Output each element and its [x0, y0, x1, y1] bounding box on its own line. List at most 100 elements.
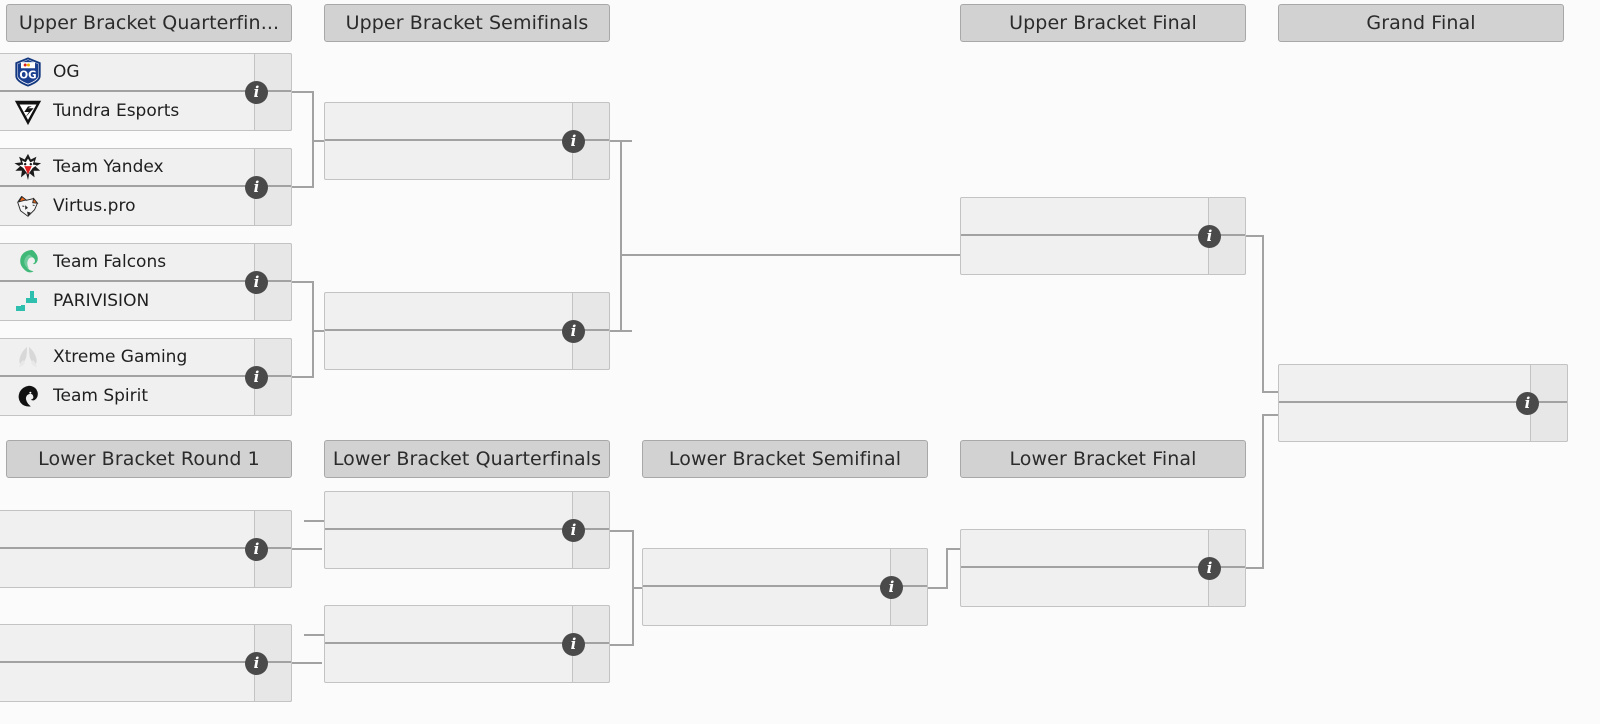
match-info-icon[interactable]: i: [562, 320, 585, 343]
team-logo-placeholder: [335, 145, 373, 175]
round-header-ub-final[interactable]: Upper Bracket Final: [960, 4, 1246, 42]
connector-line: [632, 587, 644, 589]
connector-line: [928, 587, 948, 589]
connector-line: [1246, 567, 1264, 569]
team-logo-placeholder: [335, 495, 373, 525]
match-info-icon[interactable]: i: [1198, 225, 1221, 248]
connector-line: [292, 91, 314, 93]
score-column: [254, 243, 292, 321]
team-yandex-logo: [9, 152, 47, 182]
match-info-icon[interactable]: i: [1516, 392, 1539, 415]
team-logo-placeholder: [9, 667, 47, 697]
match-lbr1-2[interactable]: [0, 624, 292, 702]
match-info-icon[interactable]: i: [1198, 557, 1221, 580]
team-logo-placeholder: [1289, 407, 1327, 437]
match-lbr1-1[interactable]: [0, 510, 292, 588]
team-logo-placeholder: [9, 514, 47, 544]
opponent-row[interactable]: [961, 530, 1245, 568]
connector-line: [312, 330, 326, 332]
opponent-row[interactable]: Tundra Esports: [0, 92, 291, 130]
round-header-ub-quarterfinals[interactable]: Upper Bracket Quarterfin...: [6, 4, 292, 42]
team-logo-placeholder: [335, 648, 373, 678]
round-header-grand-final[interactable]: Grand Final: [1278, 4, 1564, 42]
connector-line: [304, 634, 324, 636]
team-name: Team Falcons: [53, 252, 167, 272]
team-logo-placeholder: [335, 335, 373, 365]
opponent-row[interactable]: Virtus.pro: [0, 187, 291, 225]
match-info-icon[interactable]: i: [245, 176, 268, 199]
connector-line: [620, 254, 960, 256]
parivision-logo: [16, 291, 37, 311]
round-header-lb-semifinal[interactable]: Lower Bracket Semifinal: [642, 440, 928, 478]
connector-line: [946, 548, 960, 550]
team-logo-placeholder: [653, 552, 691, 582]
connector-line: [1246, 235, 1264, 237]
team-name: Xtreme Gaming: [53, 347, 188, 367]
virtus-pro-logo: [17, 195, 39, 217]
connector-line: [292, 376, 314, 378]
team-logo-placeholder: [971, 572, 1009, 602]
connector-line: [610, 644, 634, 646]
team-logo-placeholder: [653, 591, 691, 621]
opponent-row[interactable]: Xtreme Gaming: [0, 339, 291, 377]
team-logo-placeholder: [335, 534, 373, 564]
connector-line: [620, 140, 622, 332]
opponent-row[interactable]: [325, 606, 609, 644]
match-info-icon[interactable]: i: [245, 81, 268, 104]
team-logo-placeholder: [335, 296, 373, 326]
og-logo: OG: [15, 57, 41, 87]
match-ubqf-3[interactable]: Team Falcons PARIVISION: [0, 243, 292, 321]
svg-text:OG: OG: [19, 70, 36, 82]
round-header-ub-semifinals[interactable]: Upper Bracket Semifinals: [324, 4, 610, 42]
opponent-row[interactable]: PARIVISION: [0, 282, 291, 320]
match-info-icon[interactable]: i: [562, 130, 585, 153]
round-header-lb-quarterfinals[interactable]: Lower Bracket Quarterfinals: [324, 440, 610, 478]
match-info-icon[interactable]: i: [562, 519, 585, 542]
team-logo-placeholder: [9, 553, 47, 583]
round-header-lb-final[interactable]: Lower Bracket Final: [960, 440, 1246, 478]
team-name: Team Spirit: [53, 386, 149, 406]
opponent-row[interactable]: Team Yandex: [0, 149, 291, 187]
opponent-row[interactable]: [0, 625, 291, 663]
match-ubsf-2[interactable]: [324, 292, 610, 370]
connector-line: [312, 281, 314, 378]
match-info-icon[interactable]: i: [245, 271, 268, 294]
team-logo-placeholder: [335, 609, 373, 639]
match-ubqf-2[interactable]: Team Yandex Virtus.pro: [0, 148, 292, 226]
opponent-row[interactable]: OG OG: [0, 54, 291, 92]
score-column: [572, 292, 610, 370]
parivision-logo: [9, 286, 47, 316]
team-name: PARIVISION: [53, 291, 150, 311]
team-name: Virtus.pro: [53, 196, 136, 216]
team-falcons-logo: [9, 247, 47, 277]
team-logo-placeholder: [971, 201, 1009, 231]
team-spirit-logo: [9, 381, 47, 411]
opponent-row[interactable]: Team Falcons: [0, 244, 291, 282]
connector-line: [946, 548, 948, 589]
match-ubqf-1[interactable]: OG OG Tundra Esports: [0, 53, 292, 131]
opponent-row[interactable]: [325, 293, 609, 331]
team-name: Tundra Esports: [53, 101, 180, 121]
xtreme-gaming-logo: [19, 347, 37, 367]
match-info-icon[interactable]: i: [245, 652, 268, 675]
connector-line: [312, 140, 326, 142]
opponent-row[interactable]: [961, 198, 1245, 236]
opponent-row[interactable]: [325, 492, 609, 530]
xtreme-gaming-logo: [9, 342, 47, 372]
connector-line: [304, 520, 324, 522]
match-lbf-1[interactable]: [960, 529, 1246, 607]
opponent-row[interactable]: [0, 511, 291, 549]
match-ubqf-4[interactable]: Xtreme Gaming Team Spirit: [0, 338, 292, 416]
opponent-row[interactable]: [325, 103, 609, 141]
match-info-icon[interactable]: i: [880, 576, 903, 599]
match-info-icon[interactable]: i: [245, 538, 268, 561]
opponent-row[interactable]: [643, 549, 927, 587]
opponent-row[interactable]: [1279, 365, 1567, 403]
match-info-icon[interactable]: i: [245, 366, 268, 389]
connector-line: [292, 662, 322, 664]
round-header-lb-round-1[interactable]: Lower Bracket Round 1: [6, 440, 292, 478]
opponent-row[interactable]: Team Spirit: [0, 377, 291, 415]
tundra-esports-logo: [9, 96, 47, 126]
match-info-icon[interactable]: i: [562, 633, 585, 656]
